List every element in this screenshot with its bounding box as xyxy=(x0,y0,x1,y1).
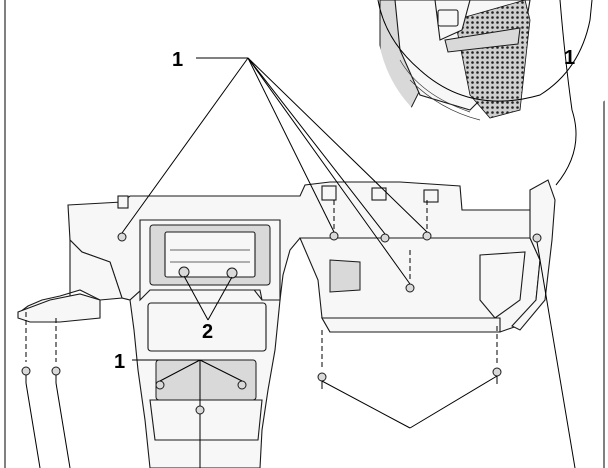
screw-icon xyxy=(532,233,542,243)
detail-magnifier xyxy=(377,0,608,186)
screw-icon xyxy=(237,380,247,390)
screw-icon xyxy=(117,232,127,242)
screw-icon xyxy=(380,233,390,243)
callout-1-lower: 1 xyxy=(114,351,125,373)
screw-icon xyxy=(329,231,339,241)
screw-icon xyxy=(155,380,165,390)
leader-lines xyxy=(25,57,576,468)
bottom-screws xyxy=(21,366,502,389)
screw-icon xyxy=(195,405,205,415)
screw-group-2 xyxy=(178,266,238,279)
callout-2-center: 2 xyxy=(202,321,213,343)
screw-icon xyxy=(422,231,432,241)
callout-1-top: 1 xyxy=(172,49,183,71)
magnifier-tail xyxy=(555,0,577,186)
screw-icon xyxy=(51,366,61,383)
screw-icon xyxy=(492,367,502,384)
lower-opening xyxy=(147,302,267,352)
screw-icon xyxy=(21,366,31,383)
screw-icon xyxy=(226,267,238,279)
callout-1-detail: 1 xyxy=(564,47,575,69)
screw-icon xyxy=(405,283,415,293)
dashboard-panel xyxy=(17,179,556,468)
screw-group-1-lower xyxy=(155,380,247,415)
mounting-guides xyxy=(25,200,498,368)
screw-icon xyxy=(178,266,190,278)
